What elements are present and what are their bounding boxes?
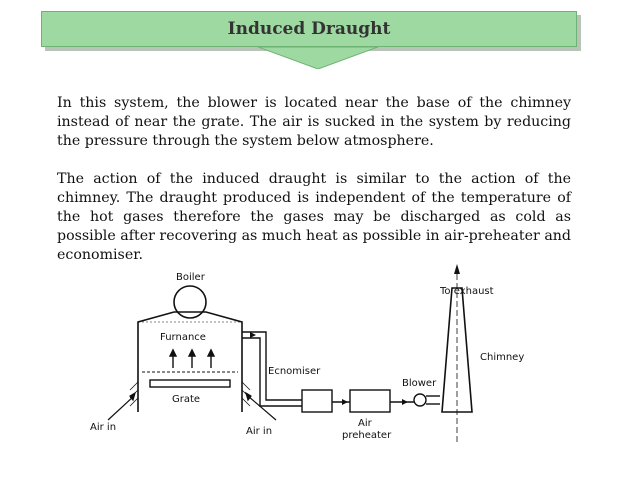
label-grate: Grate xyxy=(172,394,200,405)
label-blower: Blower xyxy=(402,378,437,389)
label-air-preheater-1: Air xyxy=(358,418,373,429)
flue-duct xyxy=(242,331,302,401)
page-title: Induced Draught xyxy=(227,19,391,39)
air-preheater xyxy=(349,389,391,413)
label-to-exhaust: To exhaust xyxy=(439,286,494,297)
blower xyxy=(413,393,427,407)
label-air-in-mid: Air in xyxy=(246,426,272,437)
flame-arrows xyxy=(168,348,216,368)
boiler-drum xyxy=(173,285,207,319)
label-air-in-left: Air in xyxy=(90,422,116,433)
economiser xyxy=(301,389,333,413)
title-banner: Induced Draught xyxy=(41,11,577,47)
induced-draught-diagram: Boiler Furnance Grate Air in Air in Ecno… xyxy=(90,264,524,442)
banner-arrow-icon xyxy=(258,47,378,69)
label-boiler: Boiler xyxy=(176,272,206,283)
label-economiser: Ecnomiser xyxy=(268,366,321,377)
paragraph-blower-location: In this system, the blower is located ne… xyxy=(57,95,571,149)
furnace-outline xyxy=(137,311,243,412)
label-furnace: Furnance xyxy=(160,332,206,343)
label-air-preheater-2: preheater xyxy=(342,430,392,441)
label-chimney: Chimney xyxy=(480,352,524,363)
paragraph-draught-action: The action of the induced draught is sim… xyxy=(57,171,571,263)
air-in-arrows xyxy=(107,391,277,421)
grate xyxy=(149,379,231,388)
